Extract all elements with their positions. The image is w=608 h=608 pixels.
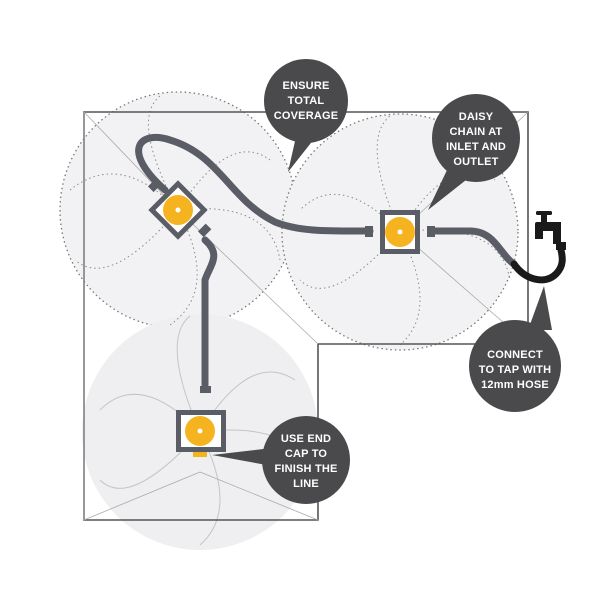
pipe-joiners xyxy=(147,178,435,393)
callout-coverage-line-2: TOTAL xyxy=(288,95,325,107)
callout-daisy-chain-line-1: DAISY xyxy=(459,111,494,123)
callout-daisy-chain-line-3: INLET AND xyxy=(446,141,506,153)
pipe-line xyxy=(135,133,518,389)
callout-tap-line-3: 12mm HOSE xyxy=(481,379,549,391)
sprinkler-head-icon xyxy=(380,210,420,254)
callout-tap-line-2: TO TAP WITH xyxy=(479,364,551,376)
end-cap xyxy=(193,452,207,457)
callout-coverage-line-3: COVERAGE xyxy=(274,110,339,122)
callout-end-cap-line-3: FINISH THE xyxy=(274,463,337,475)
callout-tap: CONNECT TO TAP WITH 12mm HOSE xyxy=(469,286,561,412)
callout-end-cap-line-4: LINE xyxy=(293,478,319,490)
hose xyxy=(510,246,566,284)
sprinkler-head-icon xyxy=(176,410,226,457)
tap-faucet-icon xyxy=(535,211,566,250)
callout-daisy-chain-line-2: CHAIN AT xyxy=(450,126,503,138)
callout-coverage-line-1: ENSURE xyxy=(282,80,329,92)
callout-daisy-chain: DAISY CHAIN AT INLET AND OUTLET xyxy=(428,94,520,210)
callout-end-cap: USE END CAP TO FINISH THE LINE xyxy=(212,416,350,504)
callout-end-cap-line-2: CAP TO xyxy=(285,448,328,460)
callout-end-cap-line-1: USE END xyxy=(281,433,331,445)
yard-outline xyxy=(83,111,529,521)
callout-tap-line-1: CONNECT xyxy=(487,349,543,361)
callout-coverage: ENSURE TOTAL COVERAGE xyxy=(264,59,348,172)
callout-daisy-chain-line-4: OUTLET xyxy=(453,156,498,168)
sprinkler-head-icon xyxy=(148,180,208,240)
